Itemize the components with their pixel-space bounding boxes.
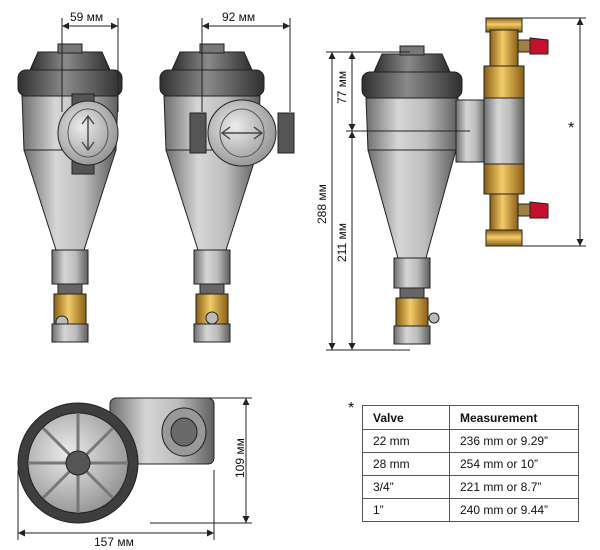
dim-side-width-label: 92 мм [222, 10, 255, 24]
table-header-row: Valve Measurement [362, 405, 579, 430]
header-valve: Valve [362, 405, 450, 430]
cell-valve: 28 mm [362, 452, 450, 476]
cell-valve: 3/4” [362, 475, 450, 499]
side-view-filter [159, 43, 295, 343]
dim-top-height-label: 109 мм [233, 438, 247, 478]
front-view-filter [17, 43, 123, 343]
cell-valve: 22 mm [362, 429, 450, 453]
dim-top-width [17, 470, 215, 540]
dim-front-width-label: 59 мм [70, 10, 103, 24]
cell-measurement: 236 mm or 9.29” [449, 429, 579, 453]
dim-top-offset [346, 52, 470, 132]
header-measurement: Measurement [449, 405, 579, 430]
side-view-with-valves [361, 17, 549, 345]
dim-top-height [150, 397, 252, 524]
dim-front-width [61, 18, 119, 112]
table-row: 22 mm 236 mm or 9.29” [362, 429, 579, 453]
cell-valve: 1” [362, 498, 450, 522]
dim-top-width-label: 157 мм [94, 535, 134, 549]
cell-measurement: 240 mm or 9.44” [449, 498, 579, 522]
dim-valve-span [512, 17, 586, 247]
dim-lower-height-label: 211 мм [335, 223, 349, 262]
top-view-filter [17, 397, 215, 524]
cell-measurement: 254 mm or 10” [449, 452, 579, 476]
dim-side-width [201, 18, 291, 112]
cell-measurement: 221 mm or 8.7” [449, 475, 579, 499]
dim-total-height [326, 51, 410, 351]
dim-total-height-label: 288 мм [315, 184, 329, 224]
valve-measurement-table: Valve Measurement 22 mm 236 mm or 9.29” … [362, 405, 579, 522]
table-row: 28 mm 254 mm or 10” [362, 452, 579, 476]
table-note-marker: * [348, 400, 355, 417]
dim-top-offset-label: 77 мм [335, 71, 349, 104]
table-row: 1” 240 mm or 9.44” [362, 498, 579, 522]
side-note-marker: * [568, 120, 575, 137]
table-row: 3/4” 221 mm or 8.7” [362, 475, 579, 499]
